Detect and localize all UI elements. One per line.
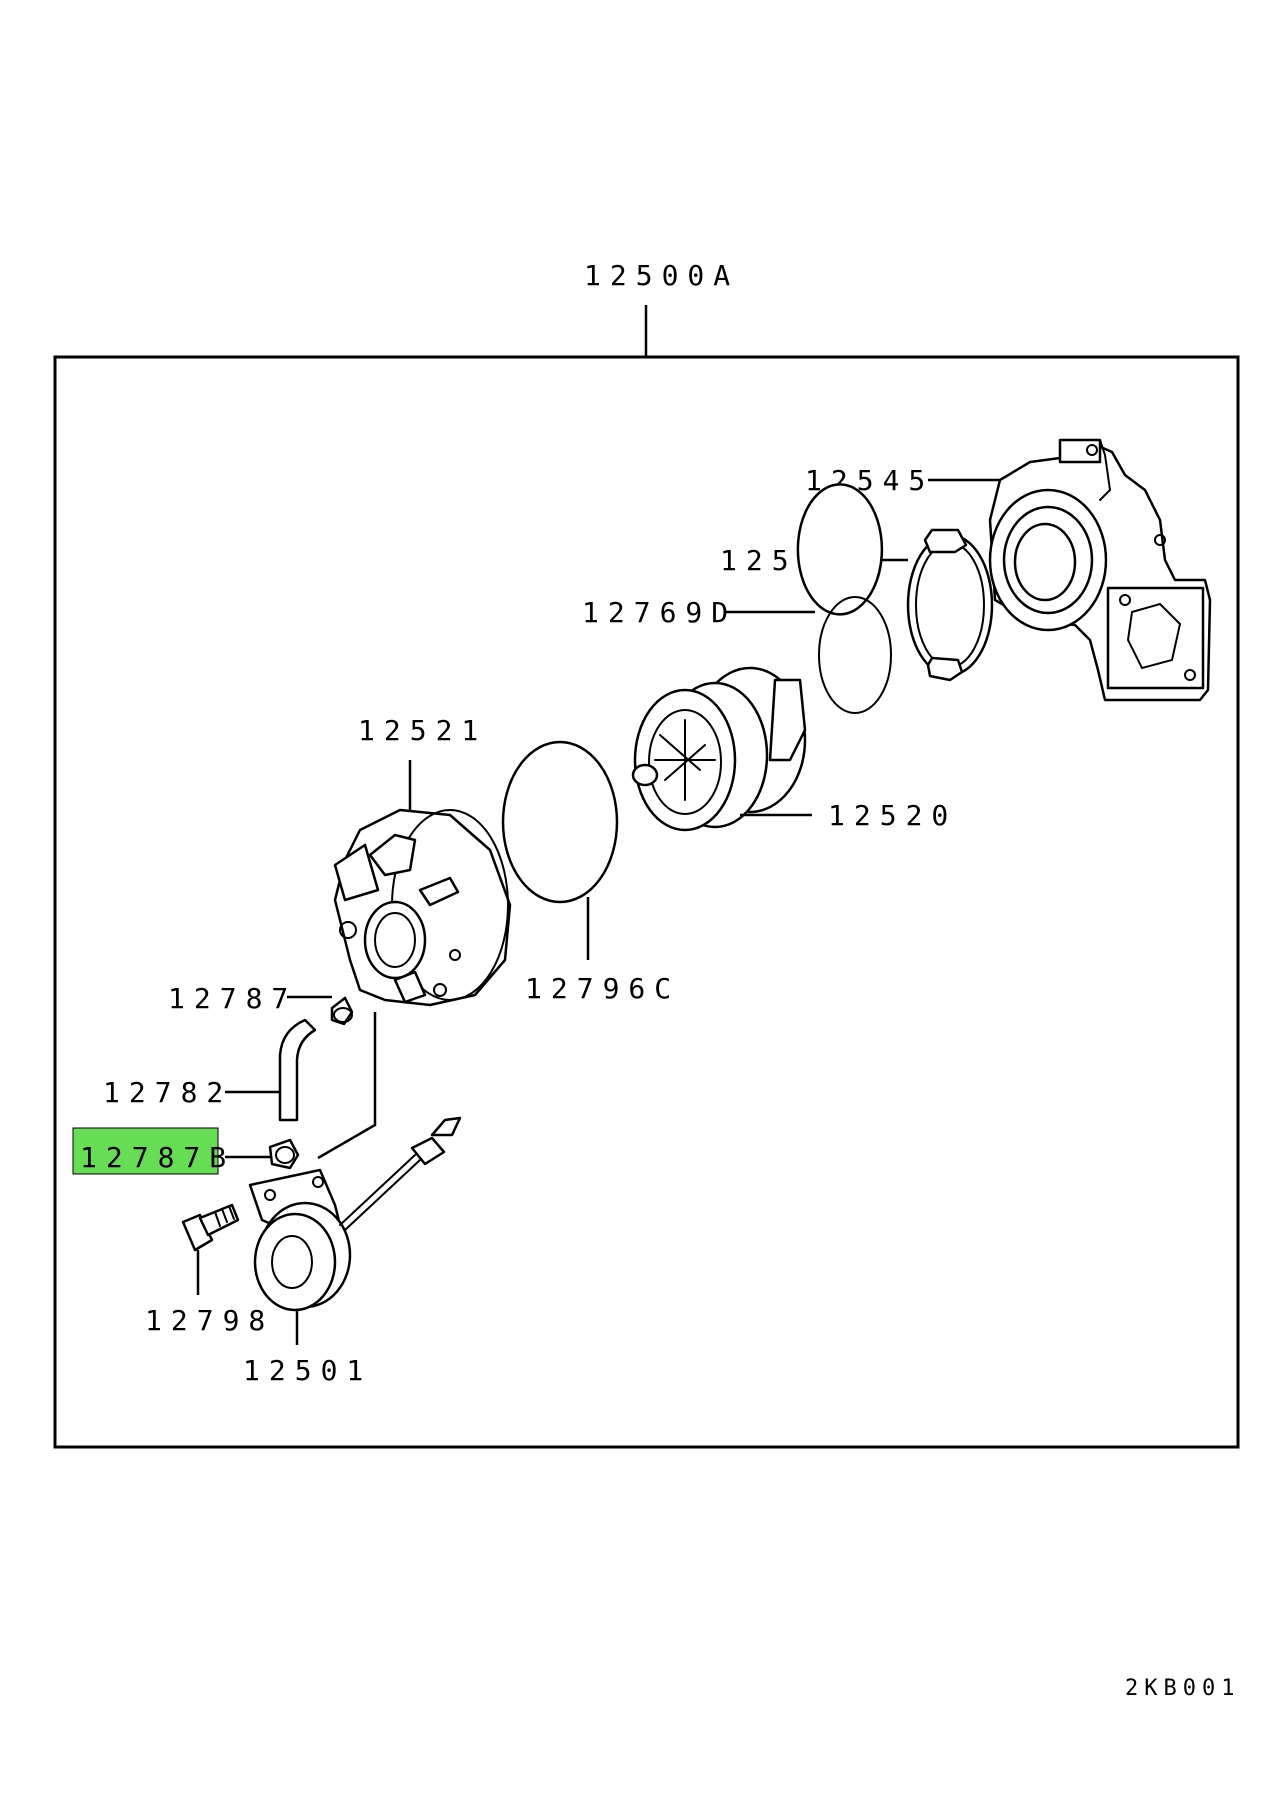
part-12521-compressor-housing[interactable] (333, 808, 512, 1007)
part-12787b-clip[interactable] (268, 1138, 300, 1170)
part-12516-clamp[interactable] (906, 528, 994, 682)
part-12545-turbine-housing[interactable] (988, 438, 1212, 702)
label-12782[interactable]: 12782 (103, 1076, 232, 1109)
label-12787b[interactable]: 12787B (80, 1141, 235, 1174)
part-12501-actuator[interactable] (248, 1116, 462, 1312)
part-12769d-snap-ring[interactable] (796, 483, 892, 714)
part-12520-cartridge[interactable] (631, 666, 807, 832)
label-12798[interactable]: 12798 (145, 1304, 274, 1337)
label-12796c[interactable]: 12796C (525, 972, 680, 1005)
label-12787[interactable]: 12787 (168, 982, 297, 1015)
part-12787-clip[interactable] (330, 996, 354, 1026)
assembly-label[interactable]: 12500A (584, 259, 739, 292)
label-12787b-highlight (72, 1127, 219, 1175)
label-12521[interactable]: 12521 (358, 714, 487, 747)
label-12520[interactable]: 12520 (828, 799, 957, 832)
part-12782-hose[interactable] (278, 1018, 317, 1122)
label-12769d[interactable]: 12769D (582, 596, 737, 629)
label-12501[interactable]: 12501 (243, 1354, 372, 1387)
part-12796c-o-ring[interactable] (501, 740, 619, 904)
assembly-guide-line (317, 1012, 377, 1160)
part-12798-bolt[interactable] (181, 1203, 240, 1252)
figure-code: 2KB001 (1125, 1676, 1240, 1701)
